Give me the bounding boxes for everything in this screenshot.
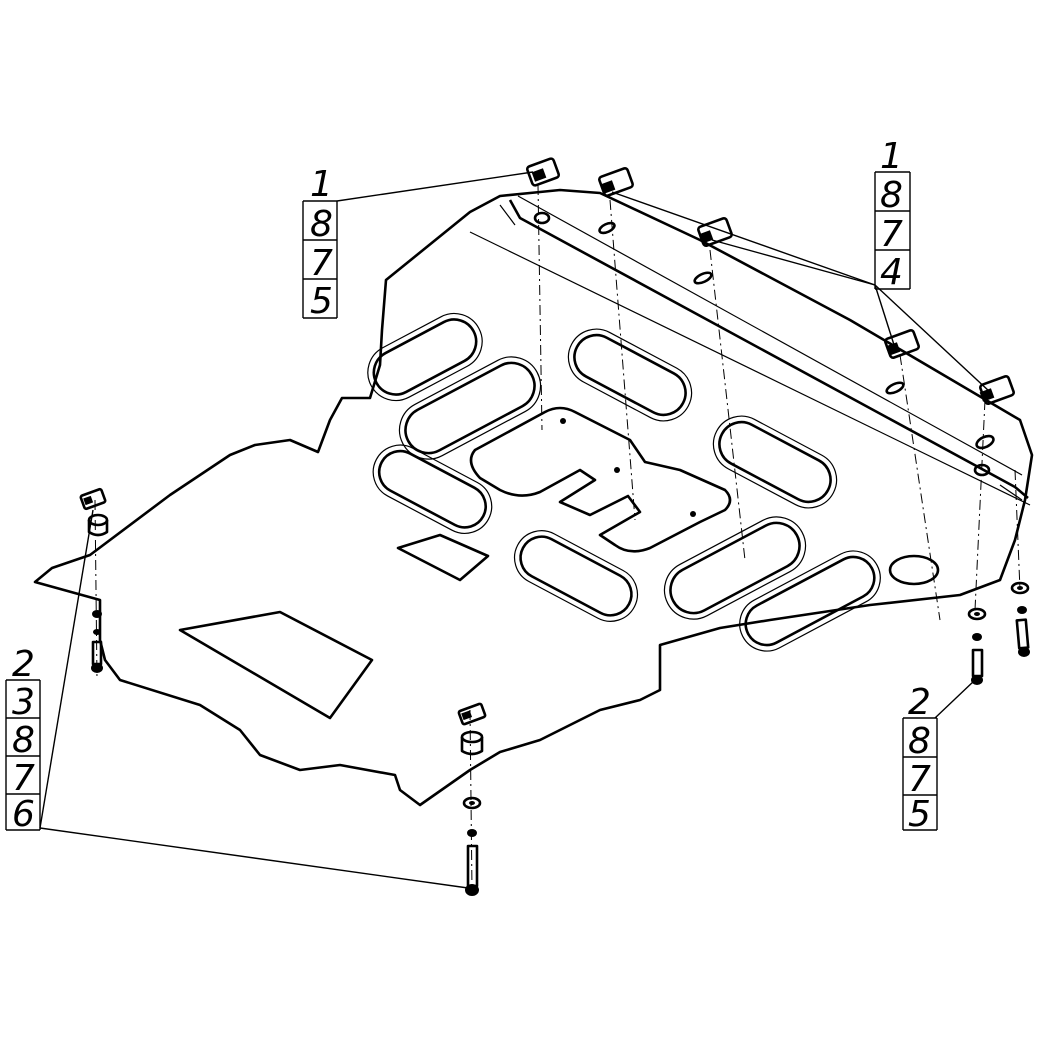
large-rhombus-cutout — [178, 610, 374, 720]
callout-label: 1 — [880, 136, 903, 177]
central-serpentine-cutout — [469, 406, 732, 553]
assembly-axis — [1014, 469, 1021, 591]
callout-label: 8 — [310, 204, 333, 245]
assembly-axis — [469, 709, 473, 891]
flange-slot-5 — [975, 434, 995, 450]
callout-label: 4 — [880, 252, 903, 293]
front-flange-end-left — [499, 204, 516, 226]
assembly-axis — [974, 399, 986, 611]
vent-slot — [669, 521, 801, 615]
fastener-stack-bottom — [457, 702, 487, 896]
rivet-hole — [614, 467, 620, 473]
callout-label: 7 — [880, 214, 903, 255]
assembly-axis — [899, 354, 941, 621]
vent-slots — [367, 312, 881, 652]
vent-slot — [377, 449, 487, 529]
rivet-hole — [560, 418, 566, 424]
fastener-stack-left — [79, 487, 109, 673]
clip-nut-top-2 — [598, 167, 634, 197]
clip-nut-top-4 — [884, 329, 920, 359]
vent-slot — [372, 318, 478, 396]
vent-slot — [404, 361, 536, 455]
drain-hole — [888, 554, 940, 586]
callout-label: 5 — [908, 794, 931, 835]
leader-top-right-a — [611, 191, 876, 286]
fastener-stack-right-2 — [1010, 581, 1030, 657]
front-flange-end-right — [999, 484, 1023, 501]
callout-stack-top-right: 1 8 7 4 — [874, 136, 911, 293]
assembly-axis — [609, 199, 636, 521]
leader-top-right-b — [711, 239, 876, 286]
vent-slot — [573, 333, 687, 417]
flange-slot-2 — [598, 221, 616, 235]
callout-label: 3 — [12, 682, 35, 723]
flange-slot-1 — [533, 211, 551, 225]
callout-label: 7 — [310, 243, 333, 284]
vent-slot — [513, 530, 639, 622]
vent-slot — [519, 535, 633, 617]
leader-bottom-right — [934, 679, 976, 719]
rivet-hole — [690, 511, 696, 517]
callout-label: 2 — [12, 644, 35, 685]
flange-slot-4 — [885, 381, 905, 395]
leader-bottom-left-b — [39, 827, 469, 889]
callout-stack-bottom-right: 2 8 7 5 — [902, 682, 938, 835]
callout-label: 1 — [310, 164, 333, 205]
callout-label: 7 — [12, 758, 35, 799]
flange-slot-3 — [693, 271, 713, 285]
callout-stack-top-left: 1 8 7 5 — [302, 164, 338, 322]
assembly-axis — [94, 499, 98, 681]
vent-slot — [372, 444, 493, 534]
leader-top-right-c — [874, 284, 896, 349]
vent-slot — [718, 420, 832, 504]
leader-top-right-d — [874, 284, 991, 393]
leader-bottom-left-a — [39, 509, 94, 829]
assembly-axis — [537, 184, 543, 431]
clip-nut-top-5 — [979, 375, 1015, 405]
vent-slot — [567, 328, 693, 422]
clip-nut-top-1 — [525, 157, 561, 187]
vent-slot — [744, 555, 876, 647]
vent-slot — [739, 550, 881, 652]
fastener-stack-right-1 — [967, 607, 987, 685]
vent-slot — [398, 356, 542, 460]
clip-nut-top-3 — [697, 217, 733, 247]
vent-slot — [712, 415, 838, 509]
front-flange-top-edge — [469, 231, 1031, 506]
vent-slot — [367, 312, 483, 402]
front-flange-inner-edge — [517, 195, 1023, 476]
callout-label: 8 — [12, 720, 35, 761]
skid-plate-outline — [33, 188, 1034, 807]
callout-label: 8 — [880, 175, 903, 216]
small-rhombus-cutout — [396, 533, 490, 582]
leader-top-left — [336, 171, 534, 202]
callout-stack-bottom-left: 2 3 8 7 6 — [5, 644, 41, 835]
vent-slot — [663, 516, 807, 620]
callout-label: 8 — [908, 721, 931, 762]
front-flange-rail — [508, 199, 1029, 499]
assembly-axis — [709, 249, 746, 561]
callout-label: 2 — [908, 682, 931, 723]
callout-label: 7 — [908, 759, 931, 800]
callout-label: 5 — [310, 281, 333, 322]
callout-label: 6 — [12, 794, 35, 835]
